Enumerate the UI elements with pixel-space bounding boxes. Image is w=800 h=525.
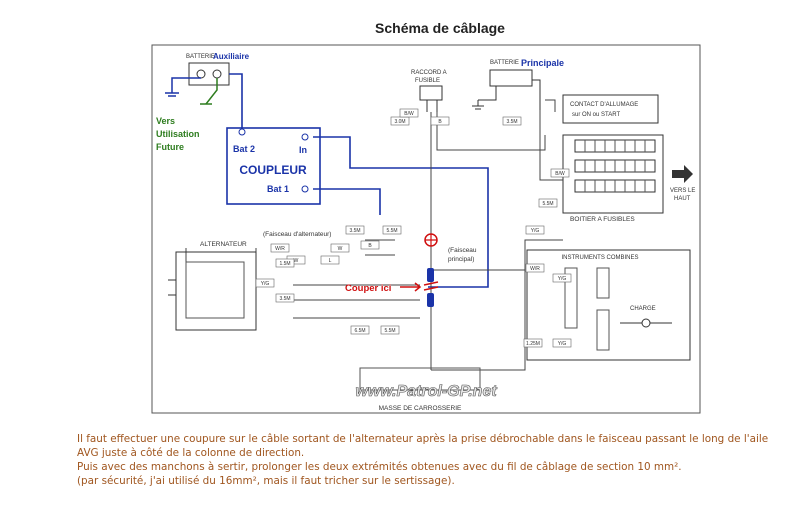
caption-line-1: Il faut effectuer une coupure sur le câb… bbox=[77, 433, 769, 459]
wire-tag: Y/G bbox=[531, 228, 540, 234]
wire-tag: B/W bbox=[555, 171, 565, 177]
wire-tag: 3.5M bbox=[349, 228, 360, 234]
cut-label: Couper ici bbox=[345, 283, 391, 294]
wire-tag: Y/G bbox=[261, 281, 270, 287]
wire-tag: B bbox=[368, 243, 372, 249]
wire-tag-box bbox=[275, 293, 295, 303]
schematic-frame bbox=[151, 44, 701, 414]
future-use-line-3: Future bbox=[156, 142, 184, 152]
cut-arrow bbox=[400, 282, 422, 292]
charge-label: CHARGE bbox=[630, 306, 656, 312]
cut-marks bbox=[423, 281, 439, 291]
wire-tag-box bbox=[360, 240, 380, 250]
wire-tag: 5.5M bbox=[386, 228, 397, 234]
wire-tag-box bbox=[320, 255, 340, 265]
wire-tag-box bbox=[382, 225, 402, 235]
cut-point-connectors bbox=[427, 268, 434, 307]
wire-tag-box bbox=[255, 278, 275, 288]
aux-ground-icon bbox=[165, 77, 201, 97]
wire-tag: W/R bbox=[275, 246, 285, 252]
wire-tag-box bbox=[550, 168, 570, 178]
wire-tag: Y/G bbox=[558, 341, 567, 347]
fuse-connector-line-1: RACCORD A bbox=[411, 70, 447, 76]
wire-tag-box bbox=[350, 325, 370, 335]
wire-tag: W/R bbox=[530, 266, 540, 272]
wire-tag: 6.5M bbox=[354, 328, 365, 334]
wire-tag: 3.0M bbox=[394, 119, 405, 125]
alternator: ALTERNATEUR bbox=[168, 241, 257, 331]
aux-battery-label: BATTERIE bbox=[186, 54, 215, 60]
coupler-in: In bbox=[299, 145, 307, 155]
future-use-line-1: Vers bbox=[156, 116, 175, 126]
future-use-line-2: Utilisation bbox=[156, 129, 200, 139]
coupler-name: COUPLEUR bbox=[239, 163, 307, 177]
wire-tag: 5.5M bbox=[384, 328, 395, 334]
coupler-bat1: Bat 1 bbox=[267, 184, 289, 194]
wire-tag-box bbox=[552, 338, 572, 348]
wire-tag-box bbox=[399, 108, 419, 118]
wire-tag: 3.5M bbox=[279, 296, 290, 302]
aux-battery: BATTERIE Auxiliaire bbox=[186, 52, 250, 86]
wire-tag-box bbox=[270, 243, 290, 253]
arrow-up-icon: VERS LE HAUT bbox=[670, 165, 695, 202]
wire-tag: 1.5M bbox=[279, 261, 290, 267]
charge-lamp-icon bbox=[641, 318, 651, 328]
caption-line-3: (par sécurité, j'ai utilisé du 16mm², ma… bbox=[77, 475, 455, 487]
ground-label: MASSE DE CARROSSERIE bbox=[379, 405, 462, 412]
wiring-diagram: Schéma de câblage BATTERIE Auxiliaire Ve… bbox=[151, 20, 701, 414]
fuse-connector: RACCORD A FUSIBLE bbox=[411, 70, 447, 112]
fuse-connector-line-2: FUSIBLE bbox=[415, 78, 440, 84]
wire-tag: B bbox=[438, 119, 442, 125]
wire-tag-box bbox=[345, 225, 365, 235]
future-use-branch bbox=[200, 78, 218, 105]
main-battery-name: Principale bbox=[521, 58, 564, 68]
wire-tag: B/W bbox=[404, 111, 414, 117]
instruments-label: INSTRUMENTS COMBINES bbox=[561, 255, 638, 261]
body-ground: MASSE DE CARROSSERIE bbox=[359, 367, 481, 412]
wire-tag: W bbox=[338, 246, 343, 252]
wire-tag: 3.5M bbox=[506, 119, 517, 125]
wire-tag-box bbox=[275, 258, 295, 268]
aux-battery-name: Auxiliaire bbox=[213, 52, 250, 61]
red-fuse-icon bbox=[424, 233, 438, 247]
watermark: www.Patrol-GP.net bbox=[355, 383, 497, 400]
added-wiring bbox=[229, 73, 489, 288]
wire-tag-box bbox=[525, 225, 545, 235]
main-battery-label: BATTERIE bbox=[490, 60, 519, 66]
wire-tag-box bbox=[538, 198, 558, 208]
instrument-cluster: INSTRUMENTS COMBINES CHARGE bbox=[526, 249, 691, 361]
ignition-switch: CONTACT D'ALLUMAGE sur ON ou START bbox=[562, 94, 659, 124]
alternator-harness-label: (Faisceau d'alternateur) bbox=[263, 231, 331, 238]
wire-tag: Y/G bbox=[558, 276, 567, 282]
wire-tag-box bbox=[523, 338, 543, 348]
fuse-box: BOITIER A FUSIBLES bbox=[562, 134, 664, 223]
towards-top-line-2: HAUT bbox=[674, 196, 691, 202]
fuse-box-label: BOITIER A FUSIBLES bbox=[570, 216, 635, 223]
ignition-line-2: sur ON ou START bbox=[572, 112, 620, 118]
diagram-title: Schéma de câblage bbox=[375, 20, 505, 36]
caption: Il faut effectuer une coupure sur le câb… bbox=[77, 432, 777, 488]
coupler-box: Bat 2 In COUPLEUR Bat 1 bbox=[226, 127, 321, 205]
main-harness-line-1: (Faisceau bbox=[448, 247, 477, 254]
wire-tag-box bbox=[502, 116, 522, 126]
wire-tag: L bbox=[329, 258, 332, 264]
wire-tag-box bbox=[525, 263, 545, 273]
ground-icon bbox=[472, 100, 484, 110]
coupler-bat2: Bat 2 bbox=[233, 144, 255, 154]
wire-tag: 5.5M bbox=[542, 201, 553, 207]
wire-tag-box bbox=[430, 116, 450, 126]
wire-tag-box bbox=[380, 325, 400, 335]
wire-tag: 1.25M bbox=[526, 341, 540, 347]
towards-top-line-1: VERS LE bbox=[670, 188, 695, 194]
ignition-line-1: CONTACT D'ALLUMAGE bbox=[570, 102, 638, 108]
main-harness-line-2: principal) bbox=[448, 256, 474, 263]
wire-tag: W bbox=[294, 258, 299, 264]
caption-line-2: Puis avec des manchons à sertir, prolong… bbox=[77, 461, 682, 473]
wire-tag-box bbox=[330, 243, 350, 253]
main-battery: BATTERIE Principale bbox=[478, 58, 564, 110]
alternator-label: ALTERNATEUR bbox=[200, 241, 247, 248]
wire-tag-box bbox=[552, 273, 572, 283]
